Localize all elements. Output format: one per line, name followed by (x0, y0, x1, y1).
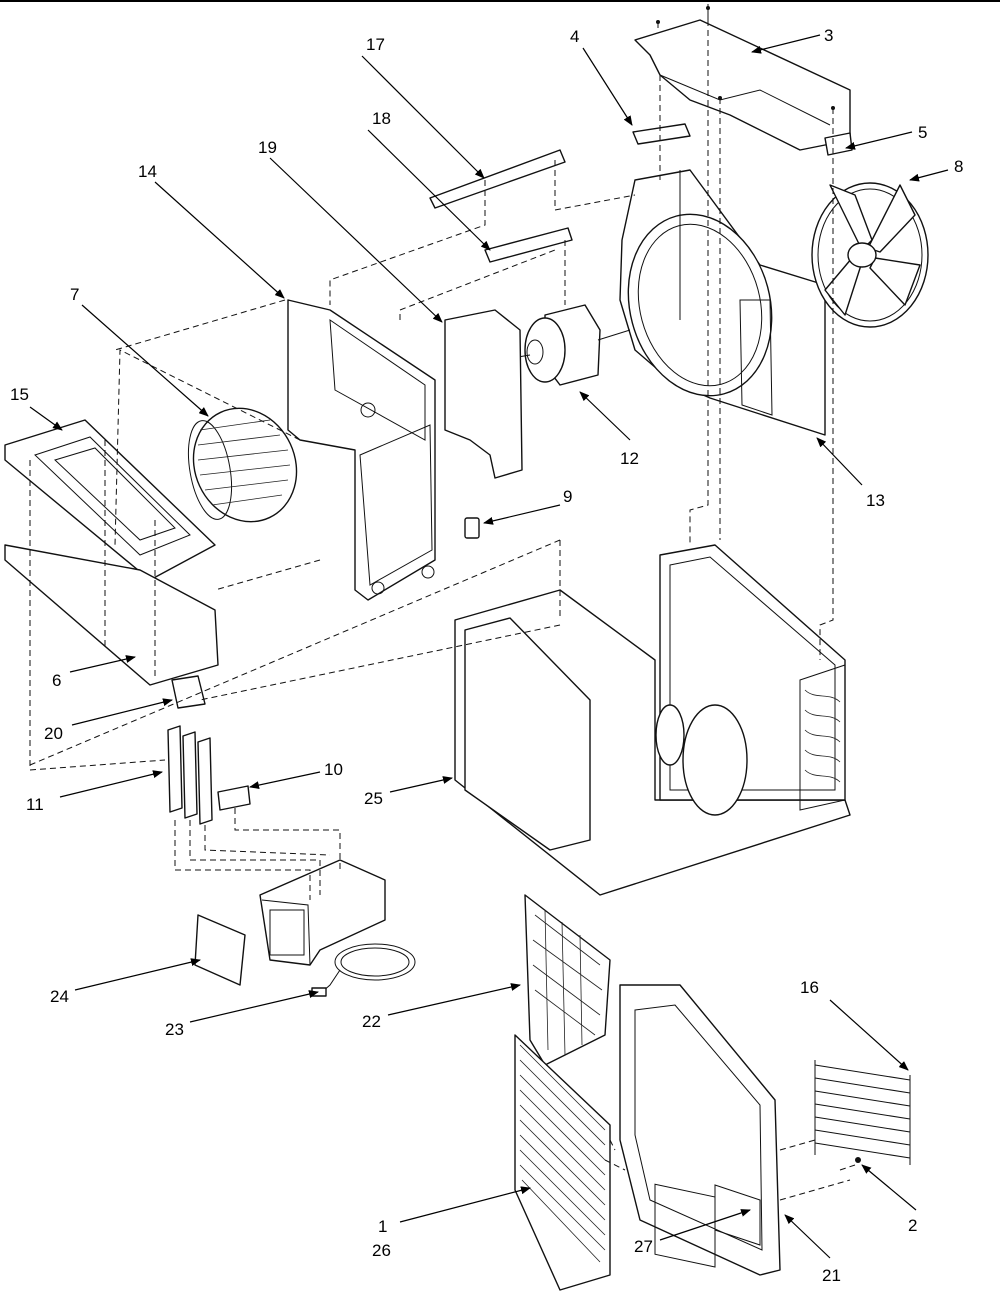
callout-19: 19 (258, 138, 277, 157)
callout-10: 10 (324, 760, 343, 779)
callout-27: 27 (634, 1237, 653, 1256)
callout-1: 1 (378, 1217, 387, 1236)
callout-8: 8 (954, 157, 963, 176)
callout-21: 21 (822, 1266, 841, 1285)
callout-20: 20 (44, 724, 63, 743)
part-9-clip (464, 517, 480, 539)
callout-16: 16 (800, 978, 819, 997)
callout-25: 25 (364, 789, 383, 808)
callout-13: 13 (866, 491, 885, 510)
part-10-bracket (217, 785, 251, 811)
part-25-chassis (454, 544, 851, 896)
callout-18: 18 (372, 109, 391, 128)
part-3-top-cover (634, 4, 851, 151)
part-16-louvers (814, 1060, 911, 1165)
part-7-blower-wheel (187, 407, 298, 523)
control-box (259, 859, 386, 966)
part-1-front-grille (514, 1034, 611, 1291)
callout-2: 2 (908, 1216, 917, 1235)
callout-5: 5 (918, 123, 927, 142)
callout-9: 9 (563, 487, 572, 506)
part-20-bracket (171, 675, 206, 709)
leader-lines (29, 34, 949, 1259)
part-24-pcb (194, 914, 246, 986)
part-8-fan-blade (811, 182, 929, 328)
part-12-fan-motor (511, 304, 631, 386)
part-11-boards (167, 725, 213, 825)
callout-7: 7 (70, 285, 79, 304)
part-21-front-panel (619, 984, 781, 1276)
callout-4: 4 (570, 27, 579, 46)
assembly-dashed-lines (29, 20, 856, 1201)
part-13-fan-shroud (619, 169, 826, 436)
callout-11: 11 (26, 795, 44, 814)
part-18-bracket (484, 227, 573, 263)
callout-26: 26 (372, 1241, 391, 1260)
part-19-duct (444, 309, 523, 479)
callout-6: 6 (52, 671, 61, 690)
part-4-strip (632, 123, 691, 145)
part-14-blower-housing (287, 299, 436, 601)
callout-14: 14 (138, 162, 157, 181)
callout-22: 22 (362, 1012, 381, 1031)
callout-3: 3 (824, 26, 833, 45)
callout-12: 12 (620, 449, 639, 468)
callout-23: 23 (165, 1020, 184, 1039)
part-15-base-pan (4, 419, 216, 581)
part-17-bracket (429, 149, 566, 209)
callout-17: 17 (366, 35, 385, 54)
part-6-panel (4, 544, 219, 686)
part-22-filter (524, 894, 611, 1066)
callout-24: 24 (50, 987, 69, 1006)
callout-labels: 17 4 3 18 5 19 14 8 7 15 12 13 9 6 20 10… (10, 26, 963, 1285)
part-23-power-cord (311, 943, 416, 997)
callout-15: 15 (10, 385, 29, 404)
